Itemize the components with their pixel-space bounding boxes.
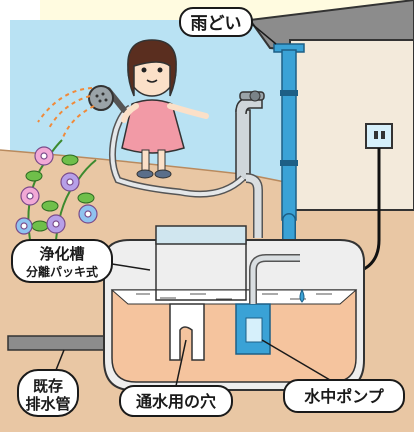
submersible-pump-text: 水中ポンプ — [304, 387, 385, 406]
existing-drain-text-line2: 排水管 — [25, 395, 70, 413]
existing-drain-text-line1: 既存 — [33, 377, 63, 395]
rain-gutter-text: 雨どい — [191, 14, 242, 34]
submersible-pump-icon — [235, 254, 300, 355]
shower-hose — [109, 104, 246, 198]
label-septic-tank: 浄化槽 分離パッキ式 — [11, 239, 151, 283]
label-existing-drain: 既存 排水管 — [17, 349, 79, 417]
septic-tank — [103, 225, 365, 391]
water-drop-icon — [299, 288, 305, 303]
water-passage-hole-text: 通水用の穴 — [136, 392, 216, 411]
septic-tank-text-line2: 分離パッキ式 — [26, 264, 98, 279]
morning-glory-flowers — [15, 139, 98, 241]
supply-pipe — [245, 173, 263, 238]
label-rain-gutter: 雨どい — [179, 7, 277, 45]
shower-head-icon — [37, 85, 127, 141]
label-water-passage-hole: 通水用の穴 — [119, 339, 233, 417]
faucet-icon — [235, 90, 265, 181]
septic-tank-text-line1: 浄化槽 — [39, 245, 84, 263]
girl-figure — [121, 39, 209, 179]
label-submersible-pump: 水中ポンプ — [261, 339, 405, 413]
